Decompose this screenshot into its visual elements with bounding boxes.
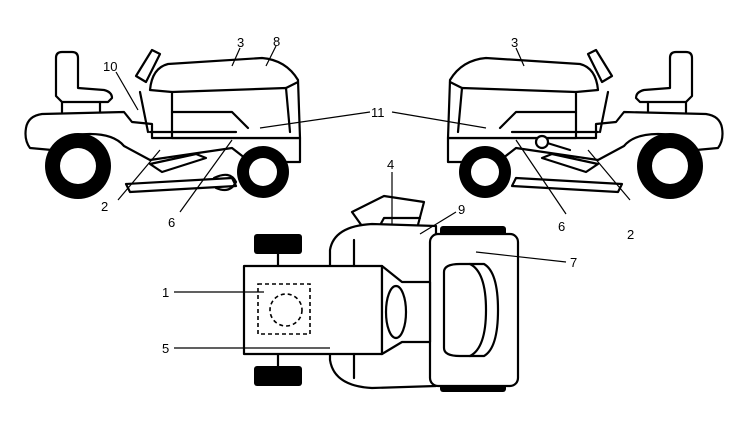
- top-rear-wheels: [254, 234, 302, 386]
- top-view-tractor: [242, 194, 520, 392]
- callout-2-left: 2: [101, 199, 108, 214]
- left-rear-fender: [24, 110, 302, 164]
- callout-5: 5: [162, 341, 169, 356]
- callout-6-right: 6: [558, 219, 565, 234]
- callout-3-left: 3: [237, 35, 244, 50]
- left-seat: [54, 50, 114, 104]
- callout-11: 11: [371, 105, 385, 120]
- leader-lines: [115, 45, 631, 349]
- top-dashed-area: [257, 283, 311, 335]
- callout-3-right: 3: [511, 35, 518, 50]
- right-side-view-tractor: [446, 48, 724, 199]
- left-mower-deck: [124, 176, 238, 194]
- left-side-view-tractor: [24, 48, 302, 199]
- left-hood: [148, 56, 302, 140]
- left-steering-wheel: [134, 48, 162, 84]
- callout-8: 8: [273, 34, 280, 49]
- callout-1: 1: [162, 285, 169, 300]
- top-rear-body: [242, 264, 384, 356]
- callout-10: 10: [103, 59, 117, 74]
- callout-labels: 10 3 8 3 11 2 6 6 2 4 9 7 1 5: [101, 34, 634, 356]
- left-rear-wheel: [45, 133, 111, 199]
- callout-7: 7: [570, 255, 577, 270]
- callout-6-left: 6: [168, 215, 175, 230]
- callout-4: 4: [387, 157, 394, 172]
- left-front-wheel: [237, 146, 289, 198]
- callout-2-right: 2: [627, 227, 634, 242]
- callout-9: 9: [458, 202, 465, 217]
